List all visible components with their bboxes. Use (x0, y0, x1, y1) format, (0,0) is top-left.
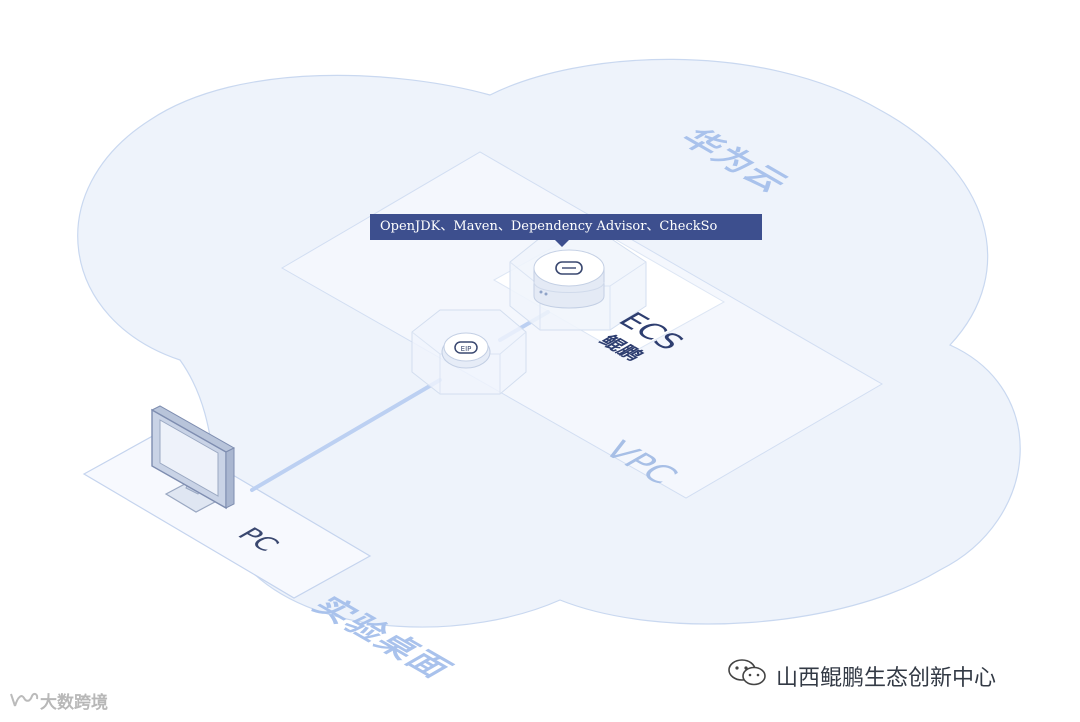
watermark-logo-icon (8, 688, 40, 710)
watermark-text: 大数跨境 (40, 688, 108, 713)
eip-node[interactable]: EIP (412, 310, 526, 394)
tooltip-pointer (555, 240, 569, 247)
software-tooltip: OpenJDK、Maven、Dependency Advisor、CheckSo (370, 214, 762, 240)
footer-brand: 山西鲲鹏生态创新中心 (776, 660, 996, 692)
svg-text:EIP: EIP (461, 345, 472, 353)
wechat-icon (726, 657, 770, 687)
